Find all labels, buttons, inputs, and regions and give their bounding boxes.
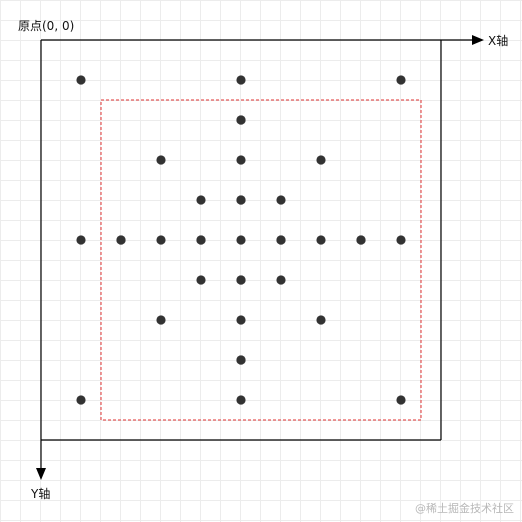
point-axis-7 [116, 235, 126, 245]
point-axis-12 [356, 235, 366, 245]
point-middle-3 [316, 155, 326, 165]
point-inner-8 [276, 275, 286, 285]
point-inner-6 [196, 275, 206, 285]
point-outer-2 [236, 75, 246, 85]
point-axis-8 [156, 235, 166, 245]
x-axis-label: X轴 [488, 34, 509, 48]
point-axis-10 [276, 235, 286, 245]
origin-label: 原点(0, 0) [18, 19, 75, 33]
point-middle-6 [156, 315, 166, 325]
point-outer-5 [396, 235, 406, 245]
y-axis-label: Y轴 [31, 487, 51, 501]
point-axis-11 [316, 235, 326, 245]
inner-dashed-frame [100, 99, 422, 421]
point-middle-1 [156, 155, 166, 165]
watermark: @稀土掘金技术社区 [415, 502, 514, 515]
point-inner-3 [276, 195, 286, 205]
point-axis-9 [196, 235, 206, 245]
points-layer [76, 75, 406, 405]
point-inner-1 [196, 195, 206, 205]
point-outer-1 [76, 75, 86, 85]
point-outer-8 [396, 395, 406, 405]
point-axis-1 [236, 115, 246, 125]
point-middle-8 [316, 315, 326, 325]
point-center [236, 235, 246, 245]
point-axis-3 [236, 195, 246, 205]
point-outer-4 [76, 235, 86, 245]
point-outer-7 [236, 395, 246, 405]
point-axis-2 [236, 155, 246, 165]
point-outer-3 [396, 75, 406, 85]
point-axis-5 [236, 315, 246, 325]
x-axis-arrowhead [472, 35, 484, 45]
point-axis-6 [236, 355, 246, 365]
point-axis-4 [236, 275, 246, 285]
y-axis-arrowhead [36, 468, 46, 480]
point-outer-6 [76, 395, 86, 405]
